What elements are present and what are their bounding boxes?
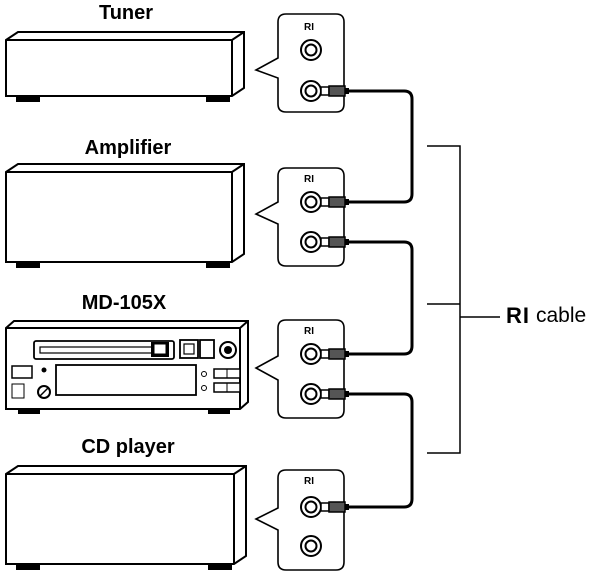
amplifier-label: Amplifier [84,137,172,159]
amplifier-plug-2 [320,236,350,248]
md-plug-2 [320,388,350,400]
cd-ri-panel [254,469,345,571]
amplifier-plug-1 [320,196,350,208]
tuner-plug [320,85,350,97]
amplifier-ri-label: RI [304,174,314,185]
cd-plug [320,501,350,513]
md-plug-1 [320,348,350,360]
cd-player-label: CD player [81,436,175,458]
tuner-unit [5,31,245,102]
ri-cable-text: cable [536,304,587,327]
cable-amplifier-md [349,240,414,356]
md-label: MD-105X [81,292,167,314]
cd-ri-label: RI [304,476,314,487]
md-105x-unit [5,320,249,414]
tuner-ri-label: RI [304,22,314,33]
md-ri-label: RI [304,326,314,337]
amplifier-ri-panel [254,167,345,267]
cable-tuner-amplifier [349,89,414,204]
ri-cable-bracket [427,145,500,454]
amplifier-unit [5,163,245,268]
ri-cable-logo: RI [506,303,530,328]
ri-cable-label: RI cable [506,303,586,329]
cable-md-cd [349,392,414,509]
cd-player-unit [5,465,247,570]
md-ri-panel [254,319,345,419]
tuner-ri-panel [254,13,345,113]
ri-cables [349,89,414,509]
tuner-label: Tuner [98,2,154,24]
